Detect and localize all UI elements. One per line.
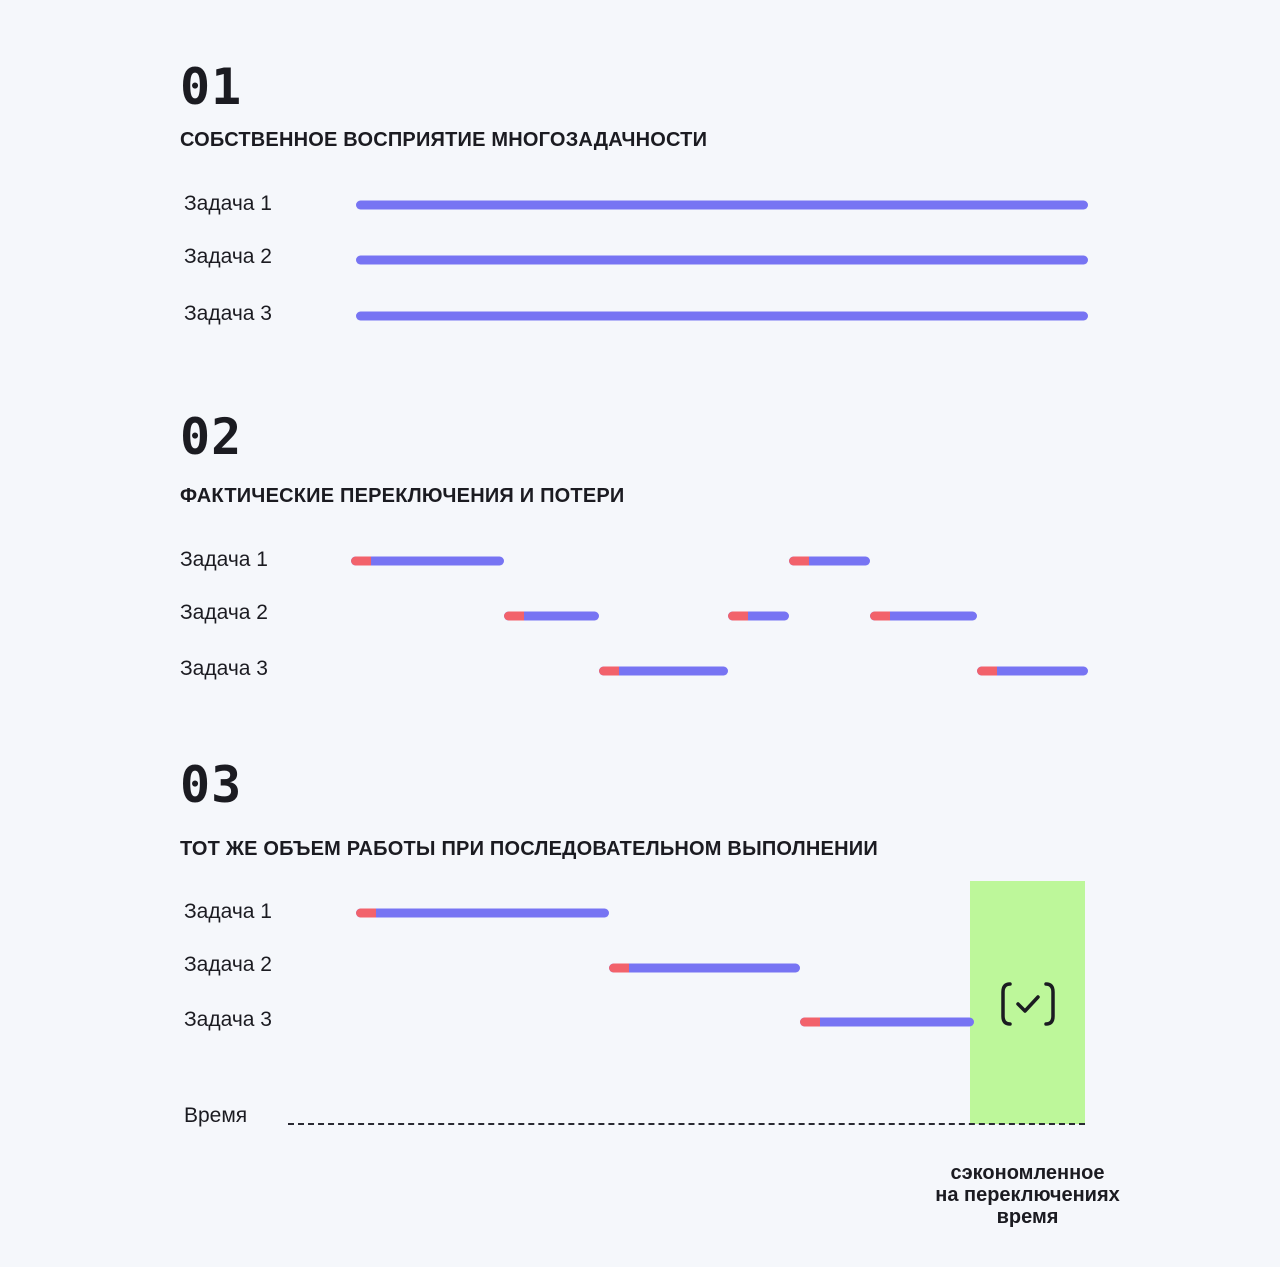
section-title: ТОТ ЖЕ ОБЪЕМ РАБОТЫ ПРИ ПОСЛЕДОВАТЕЛЬНОМ… <box>180 838 878 860</box>
switch-loss <box>609 963 630 973</box>
switch-loss <box>599 666 620 676</box>
task-segment <box>356 255 1088 265</box>
saved-time-area <box>970 881 1085 1124</box>
section-title: СОБСТВЕННОЕ ВОСПРИЯТИЕ МНОГОЗАДАЧНОСТИ <box>180 129 708 151</box>
switch-loss <box>728 611 749 621</box>
task-segment <box>799 1017 974 1027</box>
task-label: Задача 2 <box>184 953 272 976</box>
task-segment <box>788 556 870 566</box>
task-label: Задача 3 <box>184 1008 272 1031</box>
task-label: Задача 2 <box>184 245 272 268</box>
task-segment <box>599 666 729 676</box>
task-segment <box>976 666 1088 676</box>
saved-time-label-line: время <box>996 1206 1059 1228</box>
task-label: Задача 1 <box>180 548 268 571</box>
task-segment <box>351 556 504 566</box>
time-axis-label: Время <box>184 1104 248 1127</box>
task-segment <box>356 311 1088 321</box>
task-label: Задача 1 <box>184 192 272 215</box>
saved-time-label: сэкономленное на переключениях время <box>905 1162 1150 1228</box>
switch-loss <box>799 1017 820 1027</box>
section-number: 03 <box>180 756 243 814</box>
task-segment <box>356 200 1088 210</box>
task-segment <box>356 908 610 918</box>
section-number: 02 <box>180 408 243 466</box>
time-axis <box>288 1123 1085 1125</box>
saved-time-label-line: сэкономленное <box>950 1162 1105 1184</box>
switch-loss <box>788 556 809 566</box>
task-label: Задача 3 <box>184 302 272 325</box>
switch-loss <box>351 556 371 566</box>
switch-loss <box>976 666 997 676</box>
saved-time-label-line: на переключениях <box>935 1184 1120 1206</box>
section-number: 01 <box>180 58 243 116</box>
task-segment <box>503 611 600 621</box>
task-segment <box>869 611 977 621</box>
task-segment <box>609 963 800 973</box>
task-label: Задача 3 <box>180 657 268 680</box>
task-segment <box>728 611 789 621</box>
switch-loss <box>503 611 524 621</box>
check-icon <box>1001 982 1055 1026</box>
switch-loss <box>356 908 376 918</box>
task-label: Задача 2 <box>180 601 268 624</box>
switch-loss <box>869 611 890 621</box>
section-title: ФАКТИЧЕСКИЕ ПЕРЕКЛЮЧЕНИЯ И ПОТЕРИ <box>180 485 625 507</box>
task-label: Задача 1 <box>184 900 272 923</box>
